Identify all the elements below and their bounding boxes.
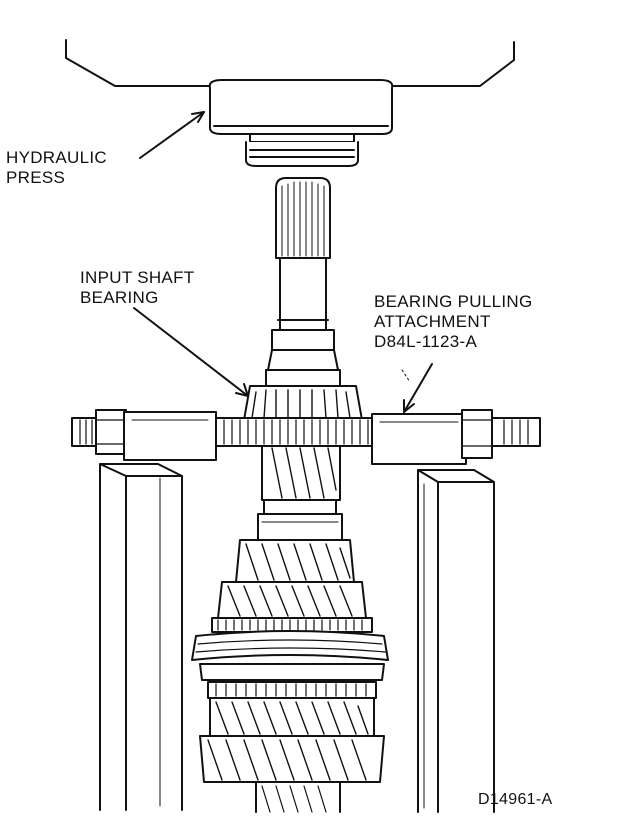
right-nut	[371, 409, 493, 465]
left-nut	[95, 409, 217, 461]
leader-hydraulic-press	[139, 111, 205, 159]
left-puller-leg	[99, 463, 183, 811]
input-gear	[257, 445, 343, 541]
label-input-shaft-bearing: INPUT SHAFT BEARING	[80, 268, 194, 308]
leader-bearing-pulling-attachment	[401, 363, 433, 413]
leader-input-shaft-bearing	[133, 307, 249, 397]
label-hydraulic-press-line2: PRESS	[6, 168, 66, 187]
press-housing	[65, 39, 515, 87]
figure-id: D14961-A	[478, 791, 553, 808]
label-attachment-line1: BEARING PULLING	[374, 292, 533, 311]
label-bearing-pulling-attachment: BEARING PULLING ATTACHMENT D84L-1123-A	[374, 292, 533, 352]
press-ram	[208, 79, 394, 167]
right-puller-leg	[417, 469, 495, 813]
label-input-shaft-bearing-line2: BEARING	[80, 288, 159, 307]
label-attachment-line2: ATTACHMENT	[374, 312, 491, 331]
label-hydraulic-press: HYDRAULIC PRESS	[6, 148, 107, 188]
input-shaft-bearing	[243, 385, 363, 421]
label-hydraulic-press-line1: HYDRAULIC	[6, 148, 107, 167]
label-input-shaft-bearing-line1: INPUT SHAFT	[80, 268, 195, 287]
input-shaft	[265, 177, 341, 387]
gear-cluster	[191, 539, 389, 813]
label-attachment-part-number: D84L-1123-A	[374, 332, 478, 351]
